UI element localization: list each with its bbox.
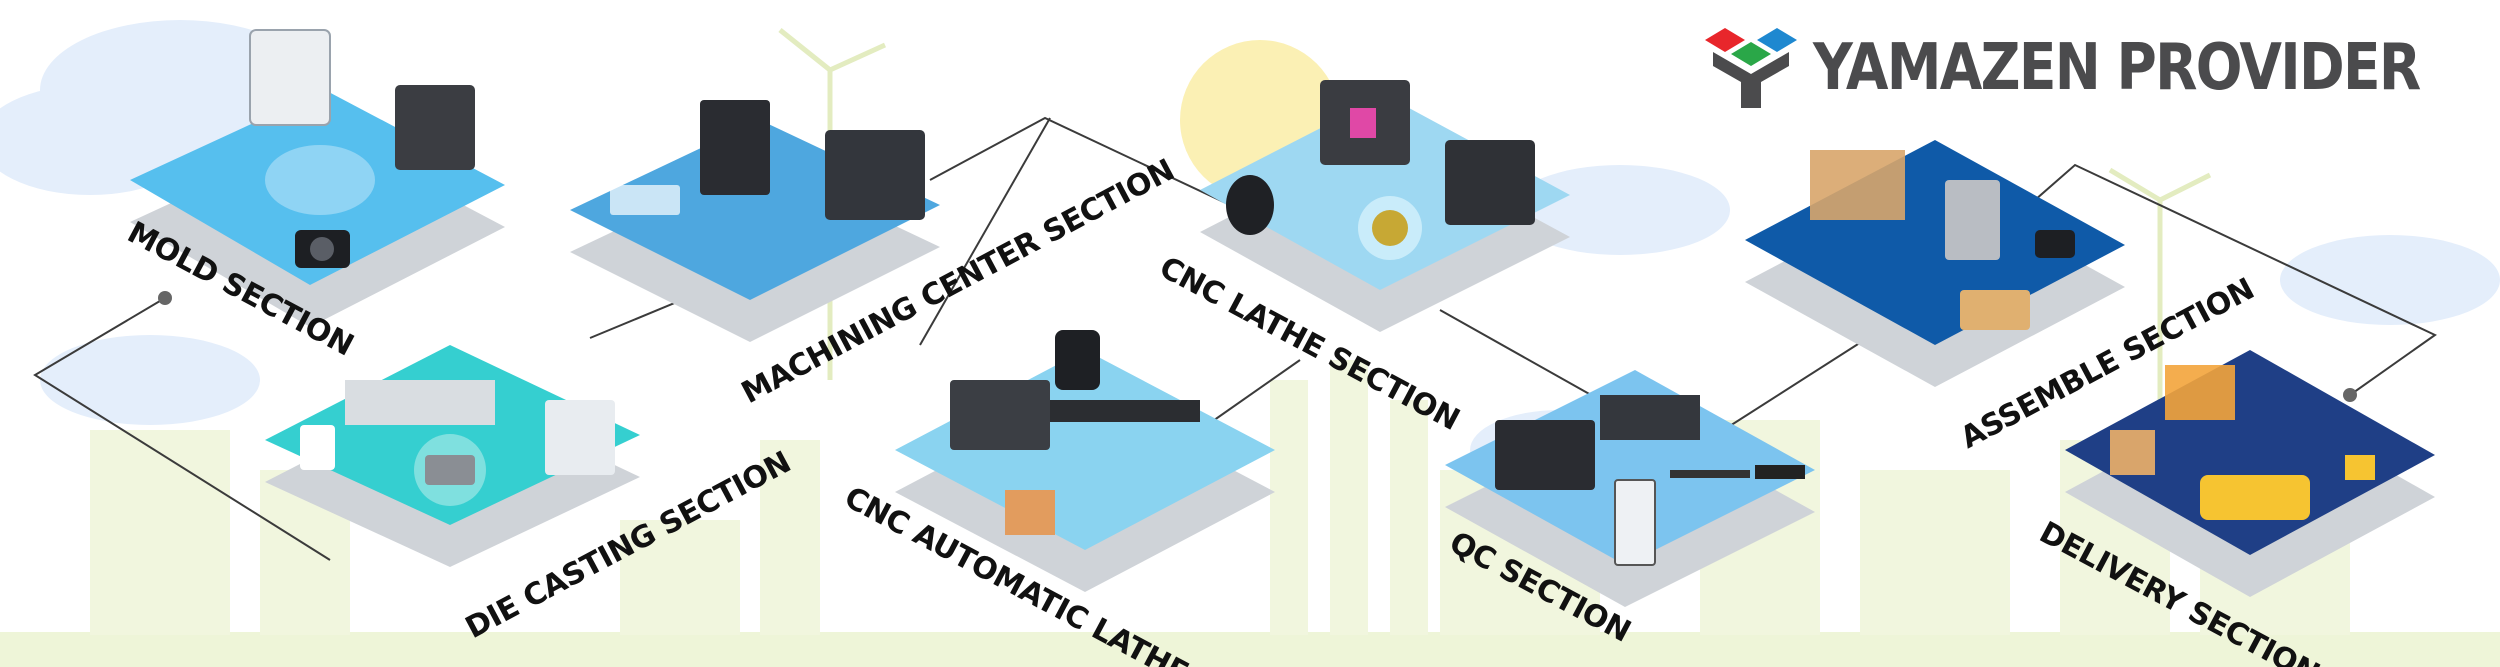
section-platforms xyxy=(130,29,2435,607)
platform-die-casting-section xyxy=(265,345,640,567)
factory-silhouette xyxy=(90,360,2350,635)
scale-icon xyxy=(1755,465,1805,479)
caliper-icon xyxy=(1670,470,1750,478)
platform-machining-center-section xyxy=(570,100,940,342)
platform-assemble-section xyxy=(1745,140,2125,387)
brand-logo: YAMAZEN PROVIDER xyxy=(1705,28,2500,108)
automatic-lathe-icon xyxy=(950,380,1050,450)
cmm-machine-icon xyxy=(1495,420,1595,490)
platform-qc-section xyxy=(1445,370,1815,607)
bar-stock-icon xyxy=(1050,400,1200,422)
lathe-machine-icon-2 xyxy=(1445,140,1535,225)
brand-mark-icon xyxy=(1705,28,1797,108)
assembly-robot-icon xyxy=(1945,180,2000,260)
boxes-icon xyxy=(1005,490,1055,535)
connector-dot-left xyxy=(158,291,172,305)
die-casting-machine-icon xyxy=(345,380,495,425)
ground-strip xyxy=(0,632,2500,667)
cnc-machine-icon xyxy=(249,29,331,126)
cnc-machine-icon xyxy=(545,400,615,475)
platform-delivery-section xyxy=(2065,350,2435,597)
operator-desk-icon xyxy=(610,185,680,215)
container-icon xyxy=(300,425,335,470)
connector-dot-right xyxy=(2343,388,2357,402)
platform-cnc-lathe-section xyxy=(1200,80,1570,332)
camera-icon xyxy=(2035,230,2075,258)
cmm-machine-icon-2 xyxy=(1600,395,1700,440)
tool-holder-icon xyxy=(1055,330,1100,390)
cutting-insert-icon xyxy=(1372,210,1408,246)
warehouse-shelf-icon xyxy=(1810,150,1905,220)
platform-mold-section xyxy=(130,29,505,327)
lathe-machine-icon xyxy=(395,85,475,170)
height-gauge-icon xyxy=(1614,479,1656,566)
boxes-icon xyxy=(2110,430,2155,475)
platform-cnc-automatic-lathe xyxy=(895,330,1275,592)
machining-center-icon xyxy=(700,100,770,195)
conveyor-icon xyxy=(2165,365,2235,420)
cast-part-icon xyxy=(425,455,475,485)
delivery-van-icon xyxy=(2200,475,2310,520)
boxes-icon xyxy=(1960,290,2030,330)
brand-name: YAMAZEN PROVIDER xyxy=(1813,31,2421,105)
hand-truck-icon xyxy=(2345,455,2375,480)
machining-center-icon-2 xyxy=(825,130,925,220)
spool-icon xyxy=(1226,175,1274,235)
